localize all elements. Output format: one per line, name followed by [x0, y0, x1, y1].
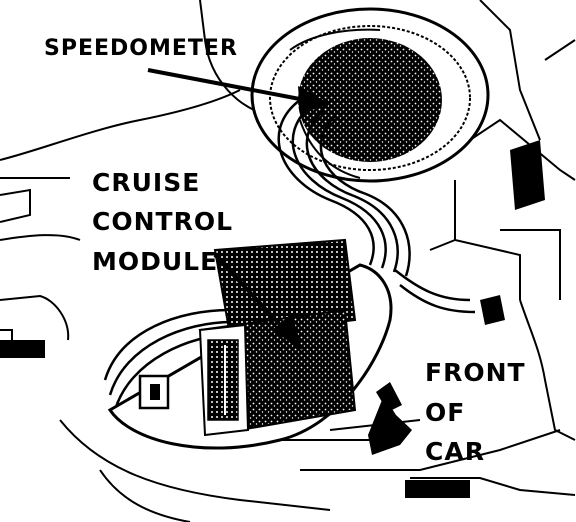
cruise-label: CRUISE	[92, 168, 200, 197]
cruise-control-module	[107, 238, 393, 450]
module-arrow	[213, 253, 302, 350]
module-label: MODULE	[92, 247, 218, 276]
structure-blocks	[0, 140, 545, 498]
speedometer-arrow	[147, 68, 330, 114]
car-label: CAR	[425, 437, 485, 466]
speedometer-gauge	[250, 7, 490, 183]
speedometer-label: SPEEDOMETER	[44, 36, 238, 61]
of-label: OF	[425, 398, 465, 427]
control-label: CONTROL	[92, 207, 233, 236]
front-label: FRONT	[425, 358, 526, 387]
connector-plug	[138, 374, 170, 410]
front-of-car-arrow	[368, 382, 412, 455]
